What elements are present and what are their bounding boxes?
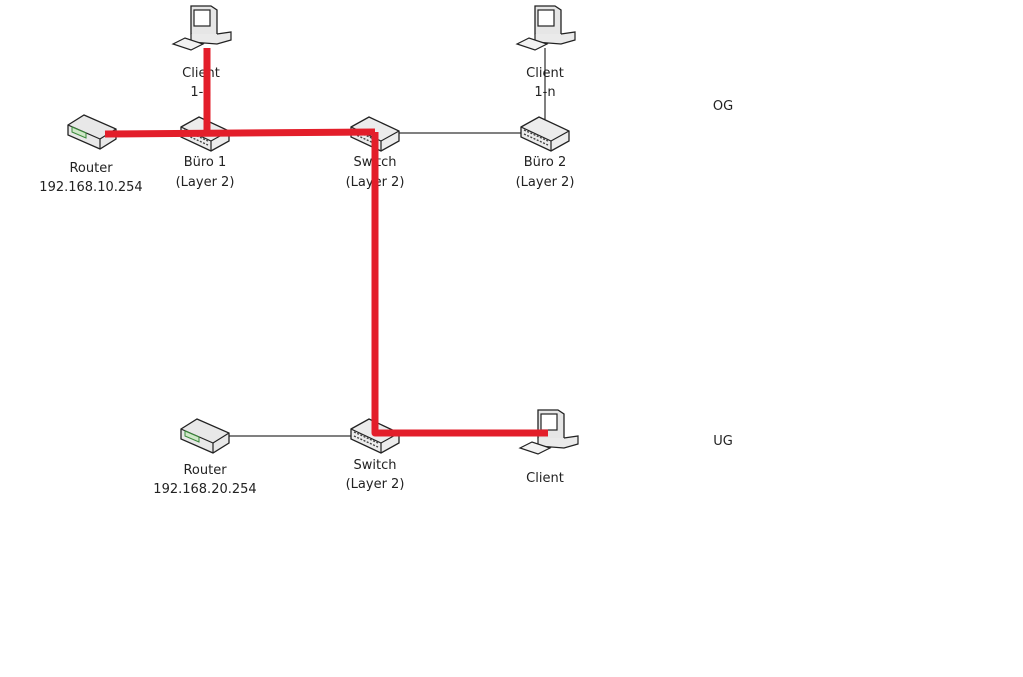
highlighted-path [104,48,548,437]
router-og-ip: 192.168.10.254 [39,180,142,195]
zone-ug-label: UG [713,434,733,449]
router-ug-label: Router [183,463,227,478]
switch-ug-sublabel: (Layer 2) [346,477,405,492]
router-icon-ug[interactable] [180,418,230,454]
highlight-router-to-switch [104,128,376,138]
switch-icon-buero-2[interactable] [520,116,570,152]
client-1-label: Client [182,66,220,81]
zone-og-label: OG [713,99,733,114]
pc-icon-client-1[interactable] [172,5,232,51]
pc-icon-client-2[interactable] [516,5,576,51]
buero-1-label: Büro 1 [184,155,227,170]
buero-1-sublabel: (Layer 2) [176,175,235,190]
client-2-label: Client [526,66,564,81]
router-og-label: Router [69,161,113,176]
client-ug-label: Client [526,471,564,486]
switch-ug-label: Switch [354,458,397,473]
router-ug-ip: 192.168.20.254 [153,482,256,497]
buero-2-sublabel: (Layer 2) [516,175,575,190]
client-2-sublabel: 1-n [534,85,555,100]
buero-2-label: Büro 2 [524,155,567,170]
highlight-switch-og-to-client-ug [371,132,548,437]
